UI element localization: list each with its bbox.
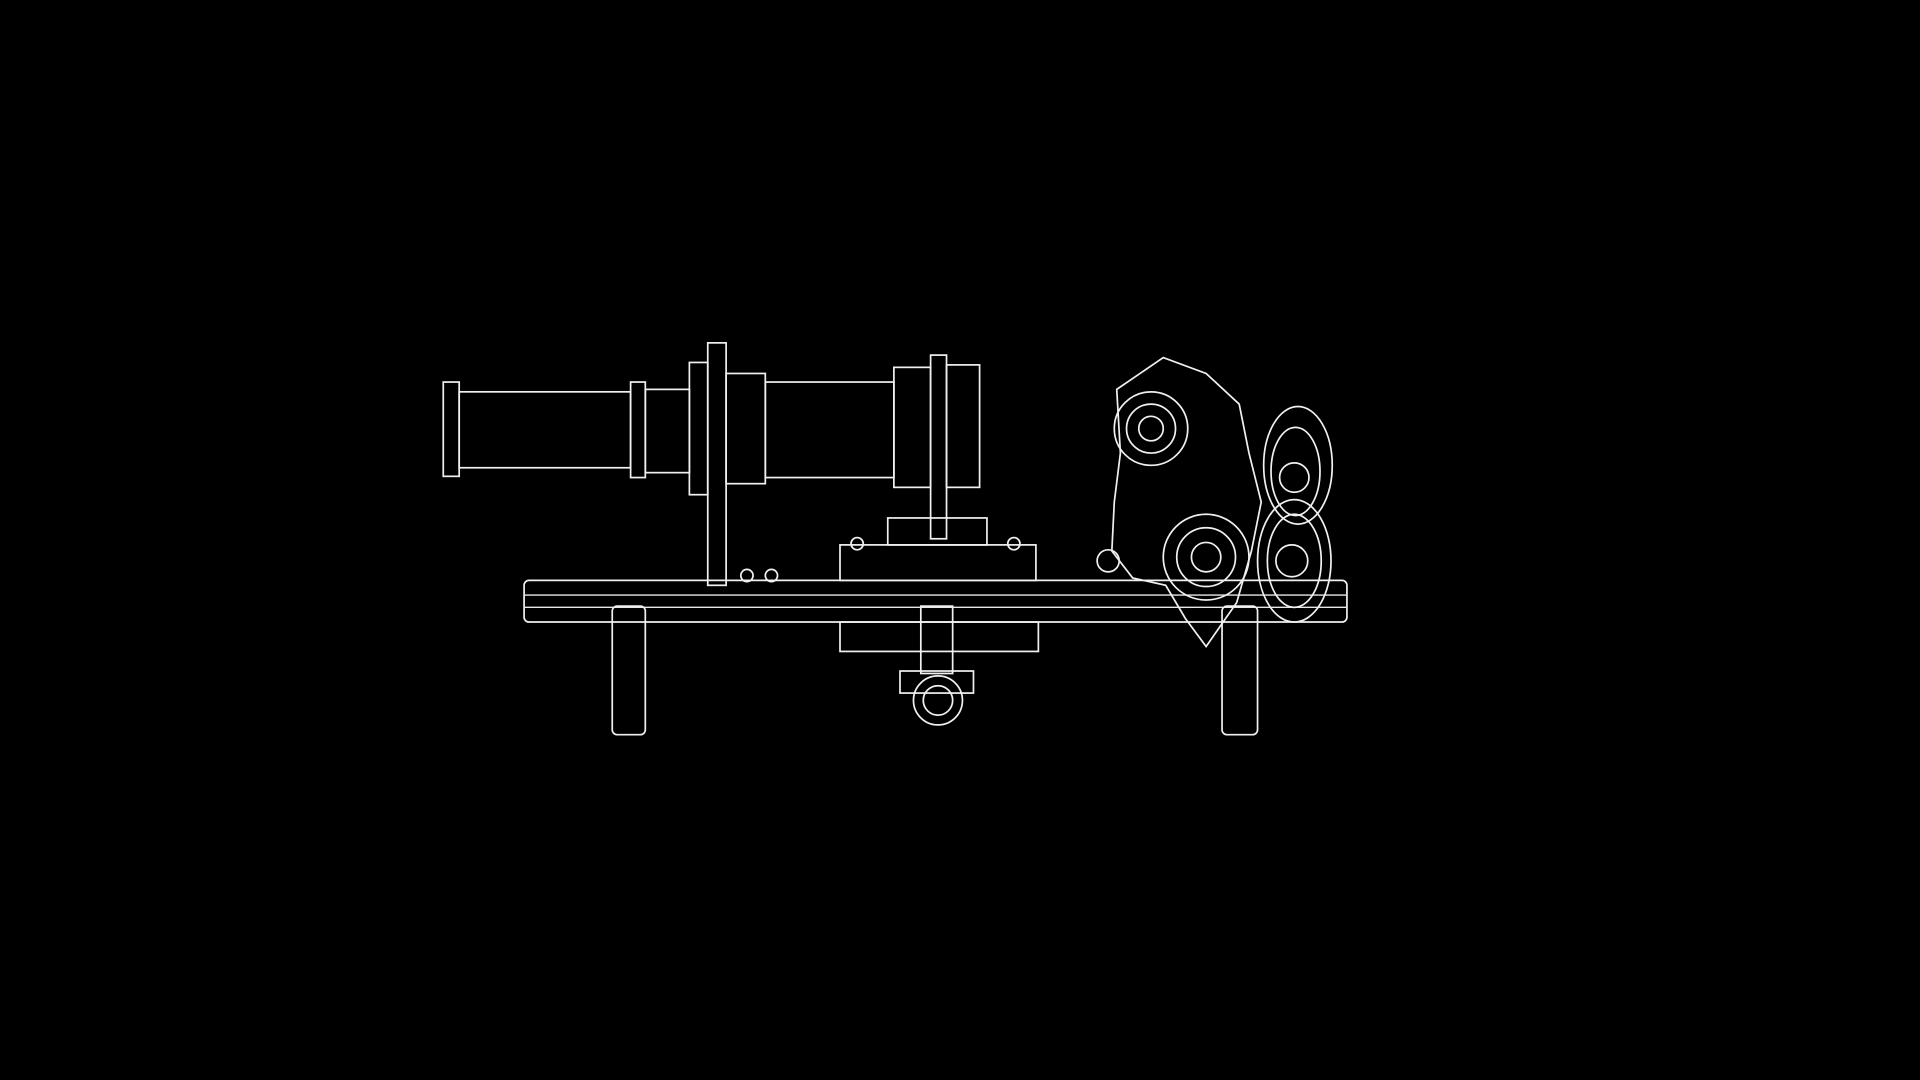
barrel-assembly bbox=[442, 342, 981, 587]
hub bbox=[839, 544, 1037, 582]
bolt bbox=[739, 568, 754, 583]
bolt bbox=[850, 536, 865, 551]
gear bbox=[1162, 513, 1250, 601]
stem bbox=[919, 605, 954, 675]
gear-cluster bbox=[1110, 356, 1334, 649]
wheel-lower bbox=[1256, 498, 1332, 623]
leg-right bbox=[1221, 605, 1259, 736]
bolt bbox=[1006, 536, 1021, 551]
gear-housing bbox=[1110, 356, 1263, 649]
wheel-upper bbox=[1262, 405, 1334, 525]
hub-lower bbox=[839, 621, 1040, 653]
bolt bbox=[764, 568, 779, 583]
stem-foot bbox=[899, 670, 975, 694]
knob bbox=[912, 675, 964, 726]
barrel-right bbox=[945, 364, 981, 489]
base-assembly bbox=[523, 517, 1348, 736]
leg-left bbox=[611, 605, 647, 736]
